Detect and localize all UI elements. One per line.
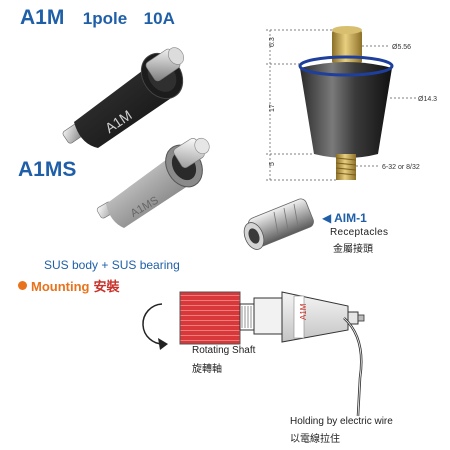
heading-current: 10A (143, 9, 175, 28)
dim-thread-length: 5 (269, 162, 276, 166)
rotating-shaft-label: Rotating Shaft (192, 345, 256, 356)
dim-shaft-length: 6.3 (269, 37, 276, 47)
pointer-arrow-icon: ◀ (322, 211, 332, 225)
dim-body-diameter: Ø14.3 (418, 96, 437, 103)
receptacle-code: ◀ AIM-1 (322, 211, 367, 225)
a1m-product-image: A1M (62, 47, 184, 148)
slip-ring-device (281, 291, 349, 343)
rotation-arrow-icon (142, 303, 165, 345)
bullet-dot-icon (18, 281, 27, 290)
mounting-diagram: A1M (142, 291, 365, 417)
mounting-title: Mounting (31, 279, 90, 294)
mounting-title-cjk: 安裝 (93, 279, 120, 294)
dim-thread-spec: 6-32 or 8/32 (382, 164, 420, 171)
receptacle-image (243, 198, 314, 250)
a1ms-product-image: A1MS (96, 137, 210, 228)
heading-model: A1M (20, 6, 65, 29)
rotating-shaft (179, 291, 241, 345)
heading-poles: 1pole (82, 9, 128, 28)
holding-label: Holding by electric wire (290, 416, 393, 427)
sus-note: SUS body + SUS bearing (44, 258, 180, 272)
holding-label-cjk: 以電線拉住 (290, 434, 340, 445)
receptacle-label-cjk: 金屬接頭 (333, 244, 373, 255)
dimension-drawing: 6.3 17 5 Ø5.56 Ø14.3 6-32 or 8/32 (266, 26, 437, 181)
variant-label: A1MS (18, 158, 77, 181)
device-brand-label: A1M (299, 303, 308, 320)
product-heading: A1M 1pole 10A (20, 6, 175, 42)
dim-shaft-diameter: Ø5.56 (392, 44, 411, 51)
dim-body-length: 17 (269, 104, 276, 112)
rotating-shaft-label-cjk: 旋轉軸 (192, 364, 222, 375)
receptacle-label-en: Receptacles (330, 227, 389, 238)
